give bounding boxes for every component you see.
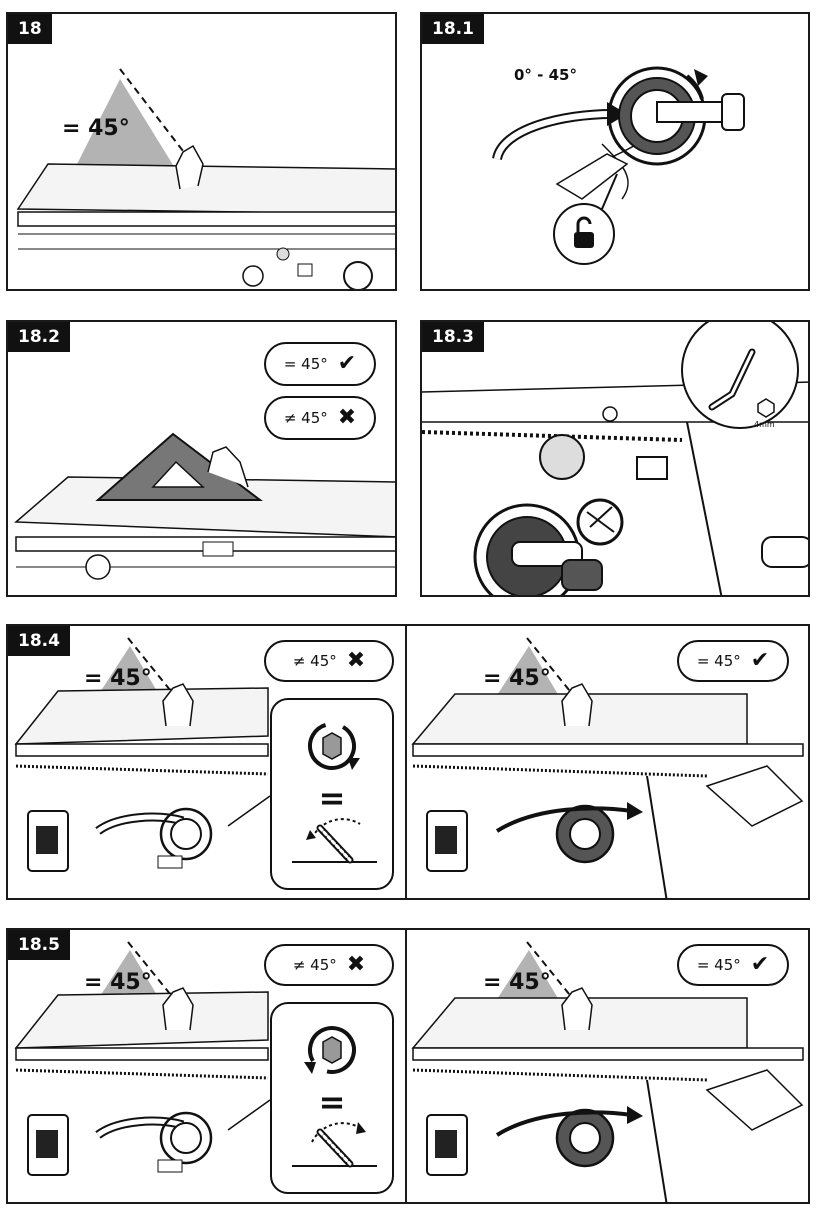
step-number: 18.5	[8, 930, 70, 960]
equals-sign: =	[318, 779, 346, 817]
stop-screw-illustration	[422, 322, 808, 595]
rotate-counterclockwise-icon	[292, 1026, 377, 1168]
step-number: 18.1	[422, 14, 484, 44]
saw-adjust-illustration	[14, 637, 271, 872]
angle-correct-badge: = 45° ✔	[677, 640, 789, 682]
angle-correct-text: = 45°	[696, 956, 741, 974]
angle-incorrect-badge: ≠ 45° ✖	[264, 640, 394, 682]
step-number: 18.2	[8, 322, 70, 352]
panel-18-5-result: = 45° = 45° ✔	[405, 928, 810, 1204]
saw-adjusted-illustration	[411, 941, 804, 1202]
angle-incorrect-badge: ≠ 45° ✖	[264, 396, 376, 440]
rotate-clockwise-icon	[292, 722, 377, 864]
saw-adjust-illustration	[14, 941, 271, 1176]
angle-label: = 45°	[84, 666, 152, 691]
bevel-handwheel-illustration	[492, 66, 745, 265]
panel-18-3: 18.3 4mm	[420, 320, 810, 597]
equals-sign: =	[318, 1083, 346, 1121]
check-icon: ✔	[750, 648, 770, 673]
angle-correct-text: = 45°	[283, 355, 328, 373]
angle-incorrect-text: ≠ 45°	[292, 652, 337, 670]
panel-18: 18 = 45°	[6, 12, 397, 291]
panel-18-4-result: = 45° = 45° ✔	[405, 624, 810, 900]
check-icon: ✔	[750, 952, 770, 977]
step-number: 18.3	[422, 322, 484, 352]
angle-label: = 45°	[84, 970, 152, 995]
angle-label: = 45°	[483, 970, 551, 995]
angle-correct-badge: = 45° ✔	[677, 944, 789, 986]
angle-correct-text: = 45°	[696, 652, 741, 670]
angle-range-label: 0° - 45°	[514, 66, 577, 84]
angle-label: = 45°	[62, 116, 130, 141]
saw-table-illustration	[16, 68, 395, 289]
adjustment-callout: =	[270, 698, 394, 890]
cross-icon: ✖	[346, 648, 366, 673]
angle-incorrect-badge: ≠ 45° ✖	[264, 944, 394, 986]
cross-icon: ✖	[346, 952, 366, 977]
check-icon: ✔	[337, 351, 357, 376]
panel-18-4: 18.4 = 45° ≠ 45° ✖ =	[6, 624, 407, 900]
hex-key-size-label: 4mm	[754, 420, 775, 429]
panel-18-5: 18.5 = 45° ≠ 45° ✖ =	[6, 928, 407, 1204]
adjustment-callout: =	[270, 1002, 394, 1194]
saw-adjusted-illustration	[411, 637, 804, 898]
cross-icon: ✖	[337, 405, 357, 430]
panel-18-2: 18.2 = 45° ✔ ≠ 45° ✖	[6, 320, 397, 597]
angle-incorrect-text: ≠ 45°	[292, 956, 337, 974]
angle-incorrect-text: ≠ 45°	[283, 409, 328, 427]
angle-correct-badge: = 45° ✔	[264, 342, 376, 386]
panel-18-1: 18.1 0° - 45°	[420, 12, 810, 291]
step-number: 18.4	[8, 626, 70, 656]
step-number: 18	[8, 14, 52, 44]
angle-label: = 45°	[483, 666, 551, 691]
square-check-illustration	[14, 432, 395, 580]
